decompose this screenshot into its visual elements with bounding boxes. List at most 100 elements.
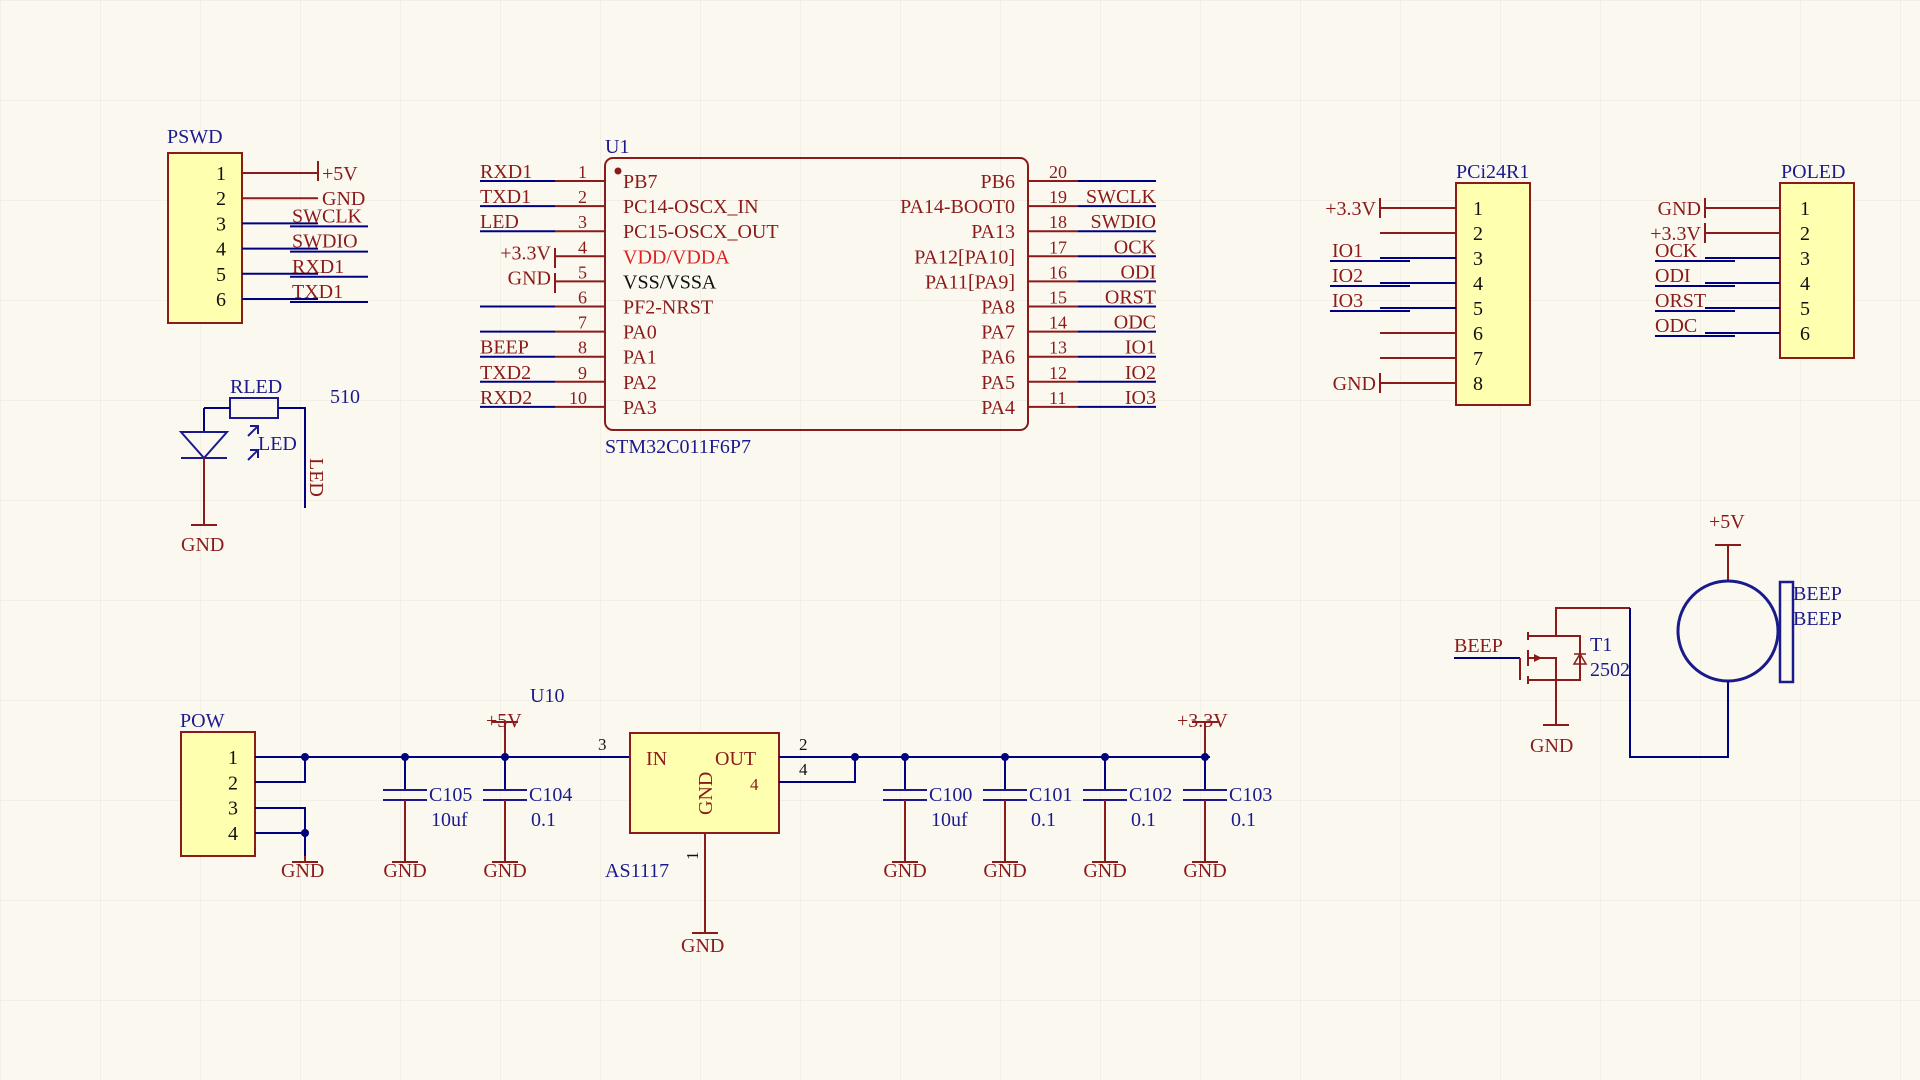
- u1-left-pin-number: 10: [569, 388, 587, 408]
- u1-right-pin-number: 20: [1049, 162, 1067, 182]
- resistor-value: 510: [330, 386, 360, 408]
- u1-left-pin-name: PA2: [623, 372, 657, 394]
- pci-net-label: IO3: [1332, 290, 1363, 312]
- regulator-gnd-label: GND: [681, 935, 724, 957]
- poled-designator: POLED: [1781, 161, 1845, 183]
- u1-left-pin-number: 6: [578, 288, 587, 308]
- buzzer-designator: BEEP: [1793, 583, 1842, 605]
- u1-right-pin-name: PA8: [981, 297, 1015, 319]
- pswd-body: [167, 152, 243, 324]
- poled-net-label: GND: [1658, 198, 1701, 220]
- u1-right-pin-name: PA13: [971, 221, 1015, 243]
- u1-right-pin-number: 15: [1049, 288, 1067, 308]
- regulator-in: IN: [646, 748, 667, 770]
- pswd-pin-number: 4: [216, 239, 226, 261]
- u1-left-pin-name: VDD/VDDA: [623, 246, 730, 268]
- u1-left-pin-name: PA3: [623, 397, 657, 419]
- u1-left-pin-net: LED: [480, 211, 519, 233]
- poled-pin-number: 1: [1800, 198, 1810, 220]
- u1-left-pin-number: 8: [578, 338, 587, 358]
- junction-dot: [301, 753, 309, 761]
- u1-right-pin-name: PA6: [981, 347, 1015, 369]
- u1-left-pin-net: GND: [508, 267, 551, 289]
- pow-pin-number: 1: [228, 747, 238, 769]
- u1-right-pin-number: 11: [1049, 388, 1066, 408]
- u1-pin1-marker: [614, 167, 622, 175]
- led-designator: LED: [258, 433, 297, 455]
- u1-right-pin-number: 17: [1049, 237, 1067, 257]
- pci-pin-number: 7: [1473, 348, 1483, 370]
- u1-right-pin-net: ORST: [1105, 287, 1156, 309]
- pci-pin-number: 6: [1473, 323, 1483, 345]
- u1-left-pin-name: PC15-OSCX_OUT: [623, 221, 779, 243]
- poled-pin-number: 6: [1800, 323, 1810, 345]
- u1-right-pin-name: PB6: [981, 171, 1015, 193]
- junction-dot: [401, 753, 409, 761]
- u1-right-pin-number: 19: [1049, 187, 1067, 207]
- pow-wires: [255, 756, 630, 856]
- u1-right-pin-number: 13: [1049, 338, 1067, 358]
- u1-left-pin-net: +3.3V: [500, 242, 551, 264]
- cap-gnd-label: GND: [883, 860, 926, 882]
- cap-gnd-label: GND: [383, 860, 426, 882]
- u1-right-pin-net: ODC: [1114, 312, 1156, 334]
- pow-designator: POW: [180, 710, 225, 732]
- u1-right-pin-net: OCK: [1114, 236, 1157, 258]
- led-net-label: LED: [305, 458, 327, 497]
- poled-net-label: +3.3V: [1650, 223, 1701, 245]
- poled-body: [1779, 182, 1855, 359]
- pow-gnd-label: GND: [281, 860, 324, 882]
- regulator-pin-in: 3: [598, 735, 607, 754]
- mosfet-symbol: [1519, 607, 1630, 725]
- pswd-pin-number: 5: [216, 264, 226, 286]
- u1-right-pin-name: PA4: [981, 397, 1015, 419]
- u1-left-pin-number: 3: [578, 212, 587, 232]
- led-gnd-label: GND: [181, 534, 224, 556]
- pswd-net-label: RXD1: [292, 256, 344, 278]
- u1-designator: U1: [605, 136, 629, 158]
- u1-left-pin-net: BEEP: [480, 337, 529, 359]
- buzzer-comment: BEEP: [1793, 608, 1842, 630]
- u1-right-pin-number: 12: [1049, 363, 1067, 383]
- cap-value: 0.1: [1031, 809, 1056, 831]
- cap-value: 10uf: [431, 809, 468, 831]
- cap-gnd-label: GND: [1083, 860, 1126, 882]
- u1-left-pin-net: TXD2: [480, 362, 531, 384]
- cap-value: 10uf: [931, 809, 968, 831]
- u1-left-pin-number: 2: [578, 187, 587, 207]
- pci24r1-designator: PCi24R1: [1456, 161, 1529, 183]
- pswd-pin-number: 3: [216, 213, 226, 235]
- pow-pin-number: 3: [228, 798, 238, 820]
- u1-left-pin-number: 7: [578, 313, 587, 333]
- pci-pin-number: 8: [1473, 373, 1483, 395]
- beep-circuit[interactable]: BEEP T1 2502 GND +5V BEEP BEEP: [1454, 511, 1842, 758]
- resistor-designator: RLED: [230, 376, 282, 398]
- buzzer-body: [1676, 579, 1780, 683]
- beep-net-label: BEEP: [1454, 635, 1503, 657]
- junction-dot: [1101, 753, 1109, 761]
- beep-wire: [1629, 608, 1729, 758]
- pci-net-label: GND: [1333, 373, 1376, 395]
- led-circuit[interactable]: RLED 510 LED LED GND: [178, 376, 360, 556]
- u1-right-pin-net: SWCLK: [1086, 186, 1157, 208]
- pci-pin-number: 5: [1473, 298, 1483, 320]
- pswd-pin-number: 1: [216, 163, 226, 185]
- regulator-part: AS1117: [605, 860, 669, 882]
- u1-left-pin-net: RXD1: [480, 161, 532, 183]
- cap-gnd-label: GND: [983, 860, 1026, 882]
- u1-right-pin-name: PA11[PA9]: [925, 271, 1015, 293]
- cap-designator: C102: [1129, 784, 1172, 806]
- pswd-gnd-label: GND: [322, 188, 365, 210]
